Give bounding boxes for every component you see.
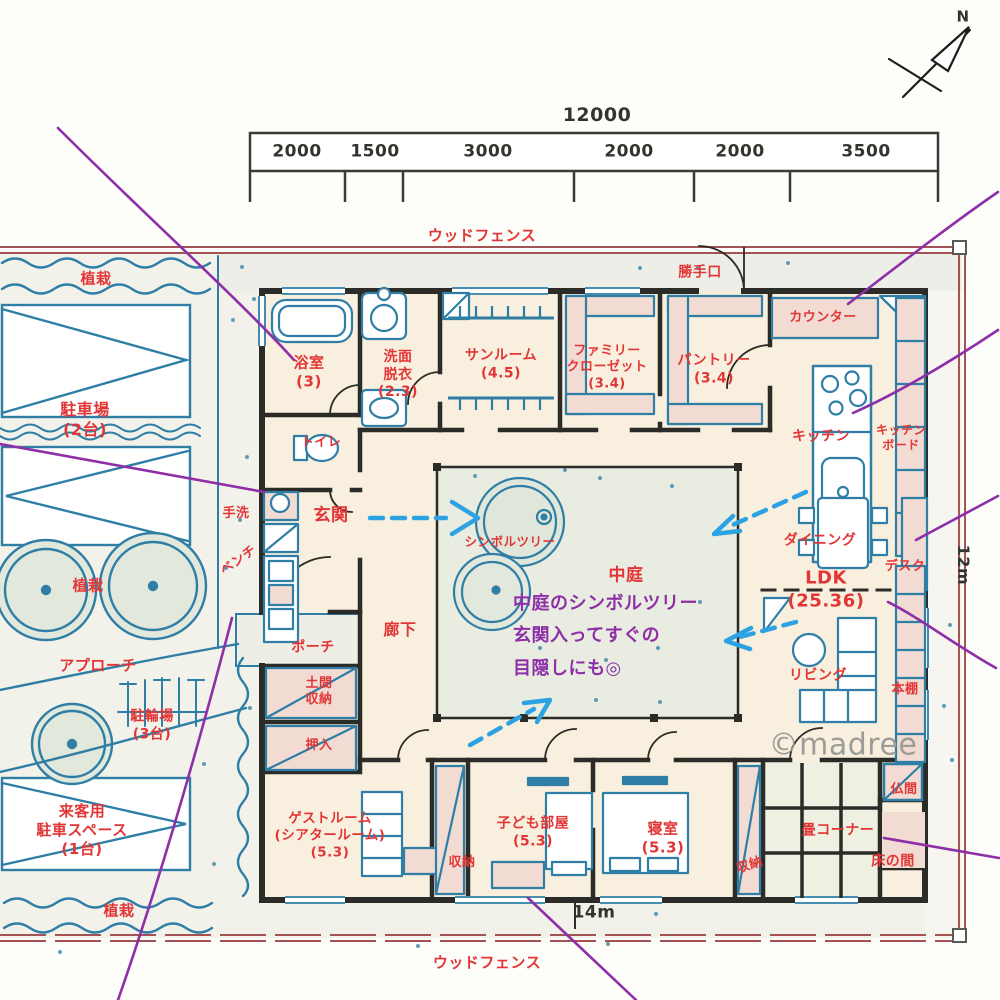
family-closet-hangers [564, 294, 656, 416]
site-features [0, 255, 361, 934]
washer-icon [360, 286, 408, 341]
pantry-shelves [666, 294, 764, 426]
guest-parking-stall [0, 776, 192, 872]
wood-fence-border [0, 240, 967, 943]
living-set-icon [762, 596, 878, 724]
courtyard-border [435, 465, 740, 720]
tatami-grid [763, 763, 880, 898]
bedroom-furniture [601, 775, 690, 875]
parking-stalls [0, 303, 201, 547]
compass-icon [887, 26, 972, 99]
walls [259, 245, 928, 929]
kids-room-furniture [490, 776, 594, 890]
sunroom-drying-racks [441, 291, 554, 410]
dimension-bar [248, 131, 940, 202]
bookshelf-icon [894, 564, 927, 764]
storage-closets [264, 666, 762, 896]
dining-set-icon [797, 496, 889, 570]
theater-sofa-icon [360, 790, 440, 878]
bathtub-icon [270, 298, 354, 344]
washbasin-icon [360, 388, 408, 428]
bicycle-racks [117, 677, 207, 727]
fixtures [262, 286, 929, 898]
hand-wash-bench-icons [262, 490, 300, 644]
toilet-icon [292, 433, 340, 463]
butsuma-cabinet [882, 762, 924, 802]
purple-leader-lines [0, 126, 1000, 1000]
courtyard-posts [433, 463, 742, 722]
texture-speckles [58, 261, 954, 954]
planting-trees [0, 531, 208, 786]
sightline-arrows [367, 489, 809, 748]
courtyard-symbol-trees [452, 476, 566, 632]
